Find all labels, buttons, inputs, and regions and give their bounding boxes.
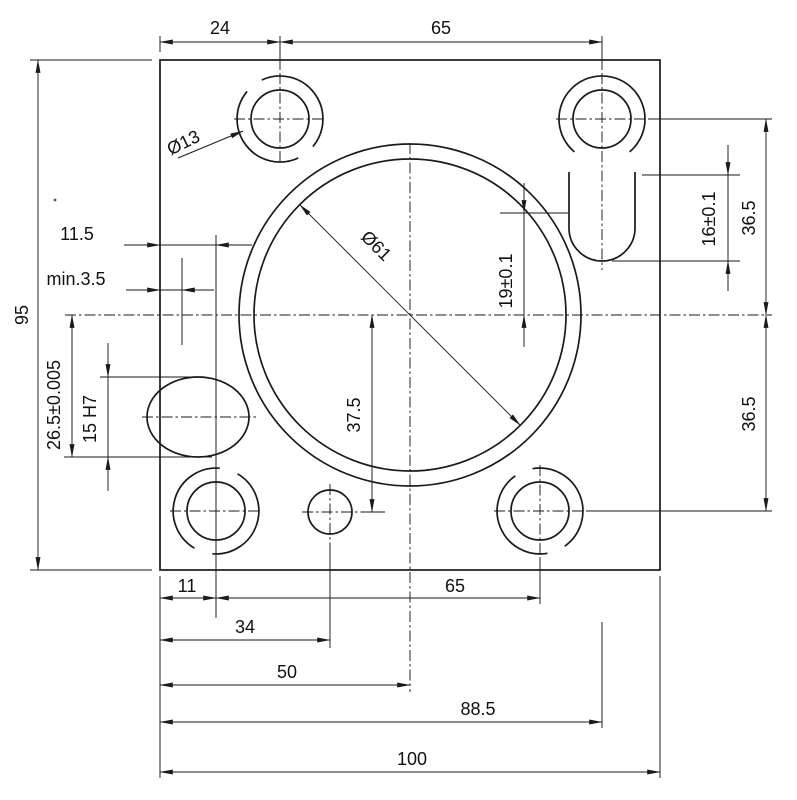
label-65-bottom: 65 <box>445 576 465 596</box>
counterbore-arc <box>236 90 299 163</box>
label-37-5: 37.5 <box>344 397 364 432</box>
dimension-lines <box>35 39 769 775</box>
label-100: 100 <box>397 749 427 769</box>
label-50: 50 <box>277 662 297 682</box>
label-11-5: 11.5 <box>60 224 94 244</box>
label-65-top: 65 <box>431 18 451 38</box>
label-dia-61: Ø61 <box>357 227 395 265</box>
label-36-5-lower: 36.5 <box>739 396 759 431</box>
label-15-h7: 15 H7 <box>80 395 100 443</box>
print-speck <box>53 198 57 202</box>
counterbore-arc <box>496 475 548 555</box>
label-26-5: 26.5±0.005 <box>44 360 64 450</box>
dimension-labels: 24 65 95 11.5 min.3.5 26.5±0.005 15 H7 Ø… <box>12 18 759 769</box>
counterbore-arc <box>261 75 324 148</box>
label-95: 95 <box>12 305 32 325</box>
counterbore-arc <box>172 467 220 549</box>
leader-line-dia-13 <box>177 130 244 159</box>
right-slot-outline <box>568 172 636 262</box>
label-19: 19±0.1 <box>496 254 516 309</box>
label-34: 34 <box>235 617 255 637</box>
arrow-segments <box>105 130 731 491</box>
label-36-5-upper: 36.5 <box>739 200 759 235</box>
label-88-5: 88.5 <box>460 699 495 719</box>
label-dia-13: Ø13 <box>164 126 203 159</box>
dim-line-dia-61 <box>299 204 521 426</box>
label-min-3-5: min.3.5 <box>46 269 105 289</box>
label-24: 24 <box>210 18 230 38</box>
label-16: 16±0.1 <box>699 192 719 247</box>
label-11: 11 <box>178 576 197 596</box>
counterbore-arc <box>532 467 584 547</box>
counterbore-arc <box>212 473 260 555</box>
